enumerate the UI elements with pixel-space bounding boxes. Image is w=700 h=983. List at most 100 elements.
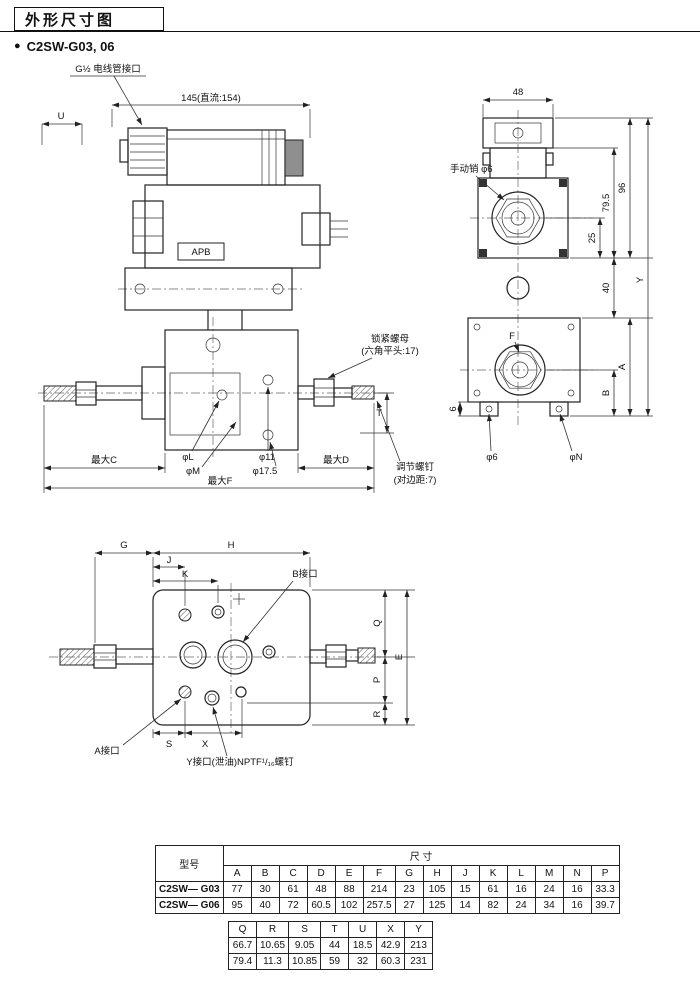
valve-block-side <box>467 317 581 417</box>
valve-lower-block <box>141 329 299 451</box>
side-view-drawing: 48 手动销 φ6 <box>448 87 653 463</box>
col-header-s: S <box>288 921 322 938</box>
solenoid-top-view <box>482 117 554 179</box>
cell: 40 <box>250 897 280 914</box>
col-header-c: C <box>278 865 308 882</box>
table-group-header-row: 型号 尺 寸 <box>155 845 620 882</box>
dim-u-label: U <box>58 111 65 122</box>
pilot-port-circle <box>506 276 530 300</box>
cell: 14 <box>450 897 480 914</box>
cell: 105 <box>422 881 452 898</box>
model-line: ● C2SW-G03, 06 <box>14 39 115 54</box>
dim-6-label: 6 <box>448 406 459 411</box>
dim-max-f-label: 最大F <box>208 475 233 487</box>
cell: 79.4 <box>228 953 257 970</box>
dim-phi-n-label: φN <box>569 452 582 463</box>
lock-nut-sublabel: (六角平头:17) <box>361 345 419 357</box>
dim-x-label: X <box>202 739 209 750</box>
cell: 10.85 <box>288 953 322 970</box>
column-letters-row: A B C D E F G H J K L M N P <box>156 865 620 882</box>
dim-79-5-label: 79.5 <box>601 194 612 213</box>
col-header-n: N <box>562 865 592 882</box>
cell: 39.7 <box>590 897 620 914</box>
cell: 16 <box>506 881 536 898</box>
model-cell: C2SW— G06 <box>155 897 224 914</box>
page-title: 外形尺寸图 <box>14 7 164 31</box>
cell: 44 <box>320 937 350 954</box>
dim-phi-11-label: φ11 <box>259 452 275 463</box>
adjustment-screw <box>43 381 143 406</box>
cell: 24 <box>534 881 564 898</box>
valve-block-bottom-view <box>152 589 311 726</box>
cell: 60.5 <box>306 897 336 914</box>
adjust-screw-label: 调节螺钉 <box>396 462 435 473</box>
dim-t-label: T <box>376 408 382 419</box>
dim-k-label: K <box>182 569 189 580</box>
dim-96-label: 96 <box>617 183 628 194</box>
col-header-b: B <box>250 865 280 882</box>
cell: 11.3 <box>255 953 290 970</box>
col-header-g: G <box>394 865 424 882</box>
cell: 10.65 <box>255 937 290 954</box>
dim-40-label: 40 <box>601 283 612 294</box>
col-header-y: Y <box>404 921 434 938</box>
cell: 214 <box>362 881 396 898</box>
dim-g-label: G <box>120 540 127 551</box>
col-header-q: Q <box>228 921 257 938</box>
cell: 9.05 <box>288 937 322 954</box>
dim-a-label: A <box>617 363 628 370</box>
lock-nut <box>297 378 375 407</box>
cell: 77 <box>222 881 252 898</box>
cell: 32 <box>348 953 378 970</box>
front-view-drawing: G½ 电线管接口 145(直流:154) U APB <box>38 63 437 493</box>
dim-25-label: 25 <box>587 233 598 244</box>
col-header-p: P <box>590 865 620 882</box>
cell: 24 <box>506 897 536 914</box>
dim-s-label: S <box>166 739 172 750</box>
cell: 102 <box>334 897 364 914</box>
dim-e-label: E <box>394 654 405 660</box>
dim-b-label: B <box>601 390 612 396</box>
adjust-screw-sublabel: (对边距:7) <box>394 474 437 486</box>
cell: 16 <box>562 897 592 914</box>
dim-phi-l-label: φL <box>182 452 193 463</box>
header-rule <box>0 31 700 32</box>
dim-j-label: J <box>167 555 172 566</box>
dim-phi-6-label: φ6 <box>486 452 497 463</box>
model-column-header: 型号 <box>155 845 224 882</box>
cell: 30 <box>250 881 280 898</box>
col-header-d: D <box>306 865 336 882</box>
extra-column-letters-row: Q R S T U X Y <box>228 921 434 938</box>
extra-table-row-g03: 66.7 10.65 9.05 44 18.5 42.9 213 <box>228 937 434 954</box>
cell: 15 <box>450 881 480 898</box>
col-header-a: A <box>222 865 252 882</box>
extra-dimension-table: Q R S T U X Y 66.7 10.65 9.05 44 18.5 42… <box>228 921 434 970</box>
dim-r-label: R <box>372 710 383 717</box>
cell: 231 <box>404 953 434 970</box>
dim-q-label: Q <box>372 619 383 626</box>
dim-y-label: Y <box>635 276 646 283</box>
cell: 213 <box>404 937 434 954</box>
dim-max-c-label: 最大C <box>91 454 117 466</box>
cell: 33.3 <box>590 881 620 898</box>
cell: 59 <box>320 953 350 970</box>
manual-pin-label: 手动销 φ6 <box>450 163 493 175</box>
cell: 72 <box>278 897 308 914</box>
conduit-port-label: G½ 电线管接口 <box>75 63 140 75</box>
valve-body: APB <box>132 184 348 269</box>
cell: 48 <box>306 881 336 898</box>
dim-48-label: 48 <box>513 87 524 98</box>
cell: 60.3 <box>376 953 406 970</box>
cell: 82 <box>478 897 508 914</box>
cell: 34 <box>534 897 564 914</box>
port-b-label: B接口 <box>292 568 317 580</box>
col-header-l: L <box>506 865 536 882</box>
col-header-f: F <box>362 865 396 882</box>
cell: 125 <box>422 897 452 914</box>
cell: 27 <box>394 897 424 914</box>
col-header-h: H <box>422 865 452 882</box>
model-text: C2SW-G03, 06 <box>26 39 115 54</box>
port-y-label: Y接口(泄油)NPTF¹/₁₆螺钉 <box>186 756 294 768</box>
col-header-r: R <box>255 921 290 938</box>
